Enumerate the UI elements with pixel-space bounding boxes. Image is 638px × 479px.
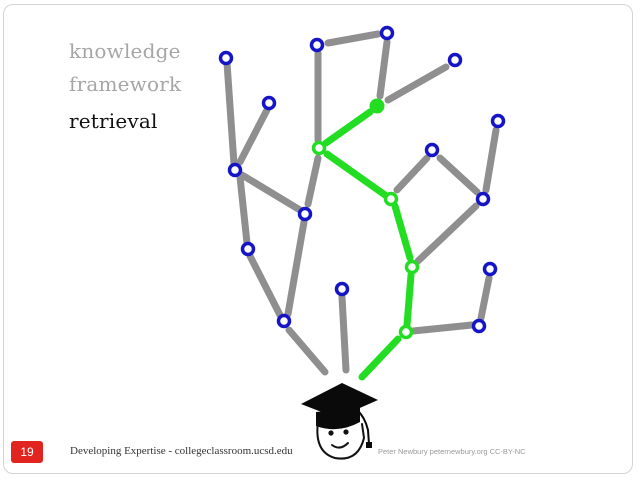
node-retrieved	[401, 327, 412, 338]
node	[279, 316, 290, 327]
gray-edges	[227, 34, 496, 372]
edge	[250, 256, 280, 315]
edge	[418, 206, 476, 261]
edge	[240, 177, 247, 243]
node	[478, 194, 489, 205]
edge	[227, 63, 234, 164]
footer-text: Developing Expertise - collegeclassroom.…	[70, 445, 293, 457]
green-edges	[326, 112, 411, 377]
edge	[288, 222, 304, 314]
node	[264, 98, 275, 109]
retrieval-edge	[407, 275, 411, 325]
retrieval-edge	[327, 154, 385, 195]
edge	[342, 297, 346, 370]
node	[450, 55, 461, 66]
node	[243, 244, 254, 255]
node	[474, 321, 485, 332]
retrieval-edge	[395, 206, 410, 258]
edge	[481, 278, 489, 318]
node-retrieved	[386, 194, 397, 205]
edge	[486, 130, 496, 190]
edge	[413, 325, 472, 331]
edge	[240, 108, 268, 162]
node	[300, 209, 311, 220]
edge	[440, 158, 477, 192]
retrieval-edge	[362, 339, 398, 377]
node	[337, 284, 348, 295]
node	[312, 40, 323, 51]
retrieval-edge	[326, 112, 370, 143]
node	[427, 145, 438, 156]
image-credit: Peter Newbury peternewbury.org CC-BY-NC	[378, 447, 526, 456]
node	[485, 264, 496, 275]
edge	[289, 330, 325, 372]
node	[493, 116, 504, 127]
node-retrieved	[314, 143, 325, 154]
edge	[397, 158, 427, 190]
node-retrieved	[407, 262, 418, 273]
edge	[308, 158, 318, 204]
node	[221, 53, 232, 64]
edge	[388, 67, 446, 100]
graduation-cap-icon	[301, 383, 378, 448]
node	[230, 165, 241, 176]
edge	[380, 42, 387, 96]
edge	[328, 34, 378, 43]
node-target-filled	[371, 100, 384, 113]
node	[382, 28, 393, 39]
slide-number: 19	[11, 441, 43, 463]
edge	[242, 175, 300, 210]
